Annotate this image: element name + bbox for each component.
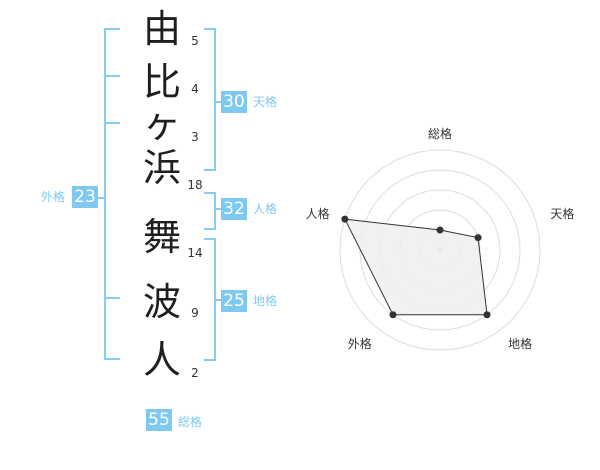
radar-point-4 bbox=[389, 311, 397, 319]
stroke-count-4: 18 bbox=[187, 178, 203, 192]
stroke-count-6: 9 bbox=[191, 306, 199, 320]
radar-axis-label-1: 総格 bbox=[428, 126, 452, 141]
tenkaku-badge: 30 bbox=[221, 91, 247, 113]
stroke-count-7: 2 bbox=[191, 366, 199, 380]
radar-point-3 bbox=[483, 311, 491, 319]
radar-point-1 bbox=[436, 226, 444, 234]
radar-grid-ring-5 bbox=[339, 149, 541, 351]
soukaku-label: 総格 bbox=[178, 415, 203, 429]
jinkaku-badge: 32 bbox=[221, 198, 247, 220]
jinkaku-label: 人格 bbox=[253, 202, 278, 216]
chikaku-badge: 25 bbox=[221, 290, 247, 312]
stroke-count-1: 5 bbox=[191, 34, 199, 48]
name-char-1: 由 bbox=[142, 7, 181, 51]
name-char-5: 舞 bbox=[142, 215, 181, 259]
chikaku-label: 地格 bbox=[253, 294, 278, 308]
radar-value-polygon bbox=[344, 218, 488, 316]
gaikaku-label: 外格 bbox=[41, 190, 66, 204]
radar-point-5 bbox=[341, 215, 349, 223]
gaikaku-badge: 23 bbox=[72, 186, 98, 208]
name-char-2: 比 bbox=[142, 60, 181, 104]
radar-axis-label-4: 外格 bbox=[348, 336, 372, 351]
stroke-count-3: 3 bbox=[191, 130, 199, 144]
name-char-4: 浜 bbox=[142, 146, 181, 190]
radar-axis-label-5: 人格 bbox=[306, 206, 330, 221]
radar-axis-label-2: 天格 bbox=[550, 206, 574, 221]
soukaku-badge: 55 bbox=[146, 409, 172, 431]
name-char-6: 波 bbox=[142, 280, 181, 324]
stroke-count-5: 14 bbox=[187, 246, 203, 260]
radar-point-2 bbox=[474, 234, 482, 242]
radar-axis-label-3: 地格 bbox=[508, 336, 532, 351]
name-char-7: 人 bbox=[142, 338, 181, 382]
tenkaku-label: 天格 bbox=[253, 95, 278, 109]
stroke-count-2: 4 bbox=[191, 82, 199, 96]
name-char-3: ヶ bbox=[142, 102, 181, 146]
